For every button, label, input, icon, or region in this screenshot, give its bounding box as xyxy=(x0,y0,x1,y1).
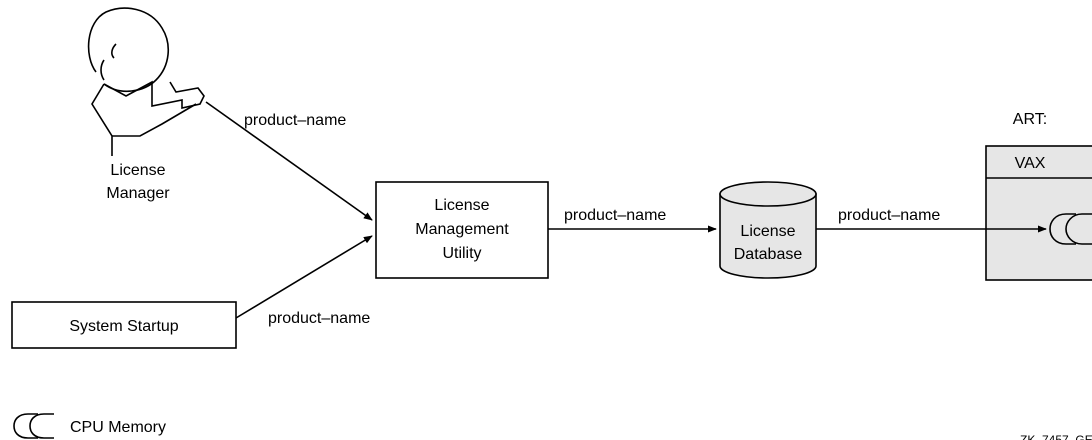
lmu-label-line3: Utility xyxy=(442,245,481,262)
flow-label-manager-to-lmu: product–name xyxy=(244,112,346,129)
license-manager-label-line1: License xyxy=(110,162,165,179)
figure-id: ZK–7457–GE xyxy=(1020,433,1092,440)
system-startup-box xyxy=(11,301,237,349)
lmu-label-line2: Management xyxy=(415,221,509,238)
node-label: ART: xyxy=(1013,111,1047,128)
flow-label-startup-to-lmu: product–name xyxy=(268,310,370,327)
body-outline xyxy=(91,80,205,156)
hand-outline xyxy=(112,103,197,137)
flow-label-lmu-to-db: product–name xyxy=(564,207,666,224)
face-profile xyxy=(100,43,117,81)
license-database-label-line2: Database xyxy=(734,246,803,263)
head-outline xyxy=(87,7,169,92)
license-database-cylinder xyxy=(719,181,817,279)
arrow-startup-to-lmu xyxy=(235,235,373,319)
arrow-manager-to-lmu xyxy=(205,101,373,221)
vax-node-box xyxy=(985,145,1092,281)
system-startup-label: System Startup xyxy=(69,318,178,335)
cpu-memory-icon xyxy=(1049,213,1092,245)
lmu-label-line1: License xyxy=(434,197,489,214)
license-manager-label-line2: Manager xyxy=(106,185,170,202)
license-database-label-line1: License xyxy=(740,223,795,240)
license-manager-figure xyxy=(87,7,205,156)
legend-cpu-memory-icon xyxy=(13,413,54,439)
lmu-box xyxy=(375,181,549,279)
flow-label-db-to-node: product–name xyxy=(838,207,940,224)
vax-node-title: VAX xyxy=(1015,155,1046,172)
legend-cpu-memory-label: CPU Memory xyxy=(70,419,166,436)
